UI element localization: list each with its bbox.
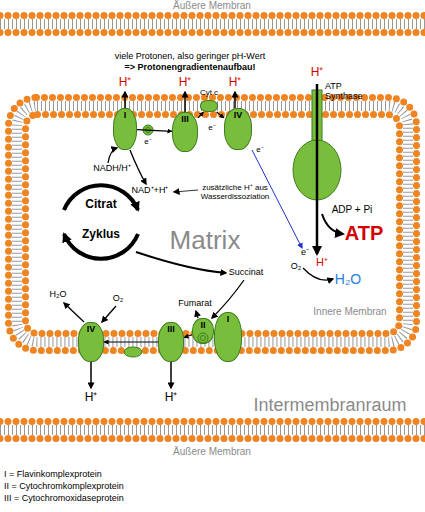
label-text: II = Cytochromkomplexprotein [4,482,124,492]
ubiquinone-symbol [201,336,206,341]
label-text: Succinat [229,268,264,278]
label-text: H⁺ [179,76,192,89]
proton-arrow [184,92,186,112]
node-text: Zyklus [58,228,144,241]
lipid-heads [0,418,425,425]
label-text: H⁺ [165,391,178,404]
label-text: H₂O [335,272,361,287]
inner-membrane [9,98,417,351]
protein-complex: IV [78,322,104,362]
label-text: => Protonengradientenaufbau! [124,63,255,73]
label-text: H⁺ [85,391,98,404]
reaction-arrow [196,311,198,318]
label-text: Fumarat [178,299,212,309]
label-text: I = Flavinkomplexprotein [4,470,102,480]
label-text: O₂ [291,262,302,272]
label-text: ATP [345,222,384,244]
node-title: Cyt c [200,89,218,98]
outer-membrane-top [0,16,425,33]
label-text: e⁻ [144,138,151,147]
lipid-heads [0,29,425,36]
node-title: III [173,115,197,125]
outer-membrane-bottom [0,422,425,439]
lipid-heads [26,115,400,334]
reaction-arrow [64,303,84,322]
proton-flow-arrow [316,84,319,254]
lipid-tails [17,106,408,342]
reaction-arrow [212,280,244,318]
label-text: H⁺ [119,76,132,89]
node-title: IV [79,325,103,335]
cycle-arrows [64,185,138,259]
label-text: III = Cytochromoxidaseprotein [4,494,124,504]
label-text: H⁺ [316,256,328,268]
reaction-arrow [136,252,226,273]
protein-complex: IV [224,108,252,150]
label-text: Matrix [170,226,241,255]
lipid-heads [0,12,425,19]
label-text: O₂ [113,294,124,304]
enzyme-complex: ATP Synthase [292,82,352,202]
protein-complex: III [172,112,198,152]
cycle-arrow [64,185,138,210]
electron-transfer-arrow [104,341,158,342]
protein-complex: I [113,108,137,150]
label-text: Äußere Membran [173,446,251,457]
cycle-circle: CitratZyklus [58,178,144,266]
cycle-arrow [64,234,138,259]
label-text: Äußere Membran [173,0,251,11]
label-text: zusätzliche H⁺ aus Wasserdissoziation [185,184,285,202]
ubiquinone-symbol [198,333,208,343]
label-text: NADH/H⁺ [93,164,131,174]
node-title: ATP Synthase [325,82,369,102]
lipid-tails [0,425,425,435]
protein-complex: Cyt c [200,100,218,112]
label-text: e⁻ [208,124,215,133]
label-text: viele Protonen, also geringer pH-Wert [115,52,265,62]
label-text: H⁺ [311,66,324,79]
proton-arrow [124,92,126,108]
node-title: II [193,321,213,331]
cytochrome-symbol [124,347,142,357]
proton-arrow [170,362,172,388]
label-text: H₂O [50,290,67,300]
label-text: ADP + Pi [332,204,373,215]
pointer-arrow [174,190,198,192]
reaction-arrow [303,268,333,280]
proton-arrow [90,362,92,388]
reaction-arrow [108,148,117,163]
protein-complex: I [214,312,242,362]
proton-arrow [234,92,236,108]
node-title: III [159,325,183,335]
lipid-heads [0,435,425,442]
reaction-arrow [322,214,343,234]
label-text: Innere Membran [313,306,386,317]
reaction-arrows [64,148,343,322]
node-title: I [215,315,241,325]
node-title: I [114,111,136,121]
label-text: e⁻ [256,146,263,155]
electron-transfer-arrow [198,112,204,118]
reaction-arrow [102,306,116,322]
label-text: e⁻ [301,248,309,258]
electron-transfer-arrow [217,112,224,118]
electron-transfer-arrow [184,335,192,338]
node-title: IV [225,111,251,121]
lipid-tails [0,19,425,29]
electron-transfer-arrow [137,130,172,132]
label-text: Intermembranraum [253,396,406,416]
protein-complex: III [158,322,184,362]
label-text: H⁺ [229,76,242,89]
label-text: NAD⁺+H⁺ [132,186,169,196]
lipid-heads [9,98,417,351]
reaction-arrow [130,150,146,184]
